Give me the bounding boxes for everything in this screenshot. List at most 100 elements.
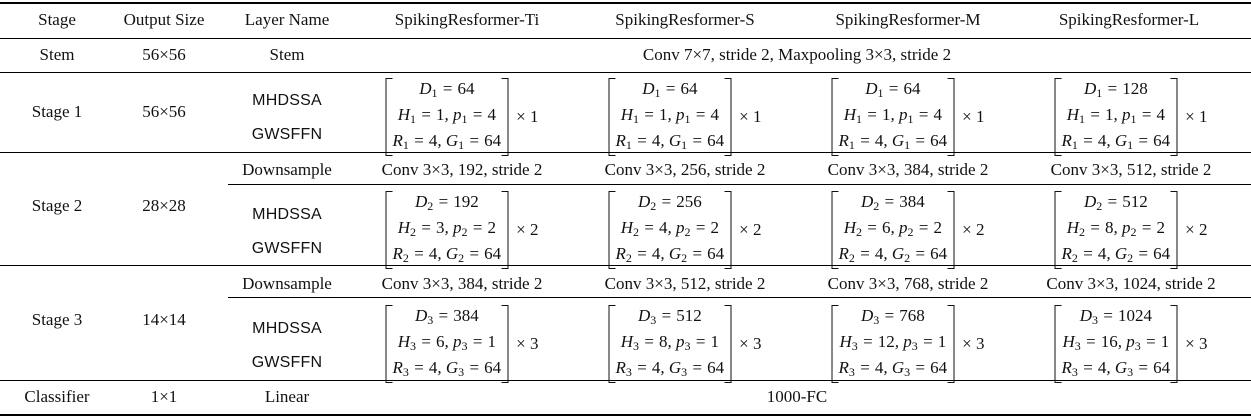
matrix-line-ffn: R3 = 4, G3 = 64 xyxy=(615,358,725,379)
classifier-layer: Linear xyxy=(264,387,310,406)
block-repeat: × 3 xyxy=(516,334,539,353)
matrix-line-ffn: R1 = 4, G1 = 64 xyxy=(615,131,725,152)
header-model-s: SpikingResformer-S xyxy=(615,10,755,29)
matrix-bracket: D2 = 512 H2 = 8, p2 = 2 R2 = 4, G2 = 64 xyxy=(1054,191,1178,269)
stage2-label: Stage 2 xyxy=(31,196,83,215)
matrix-line-dim: D2 = 192 xyxy=(414,192,479,213)
block-repeat: × 3 xyxy=(962,334,985,353)
matrix-line-heads: H3 = 16, p3 = 1 xyxy=(1062,332,1170,353)
matrix-bracket: D3 = 768 H3 = 12, p3 = 1 R3 = 4, G3 = 64 xyxy=(831,305,955,383)
matrix-line-heads: H2 = 8, p2 = 2 xyxy=(1066,218,1165,239)
matrix-line-ffn: R2 = 4, G2 = 64 xyxy=(838,244,948,265)
matrix-line-dim: D1 = 128 xyxy=(1083,79,1148,100)
matrix-line-dim: D1 = 64 xyxy=(642,79,698,100)
stage3-layer-gwsffn: GWSFFN xyxy=(251,354,323,371)
stage3-downsample-s: Conv 3×3, 512, stride 2 xyxy=(604,274,766,293)
stage2-block-3: D2 = 512 H2 = 8, p2 = 2 R2 = 4, G2 = 64 × 2 xyxy=(1054,191,1208,269)
stage3-downsample-l: Conv 3×3, 1024, stride 2 xyxy=(1046,274,1216,293)
stage2-layer-mhdssa: MHDSSA xyxy=(252,206,322,223)
matrix-line-ffn: R1 = 4, G1 = 64 xyxy=(838,131,948,152)
stage2-output-size: 28×28 xyxy=(142,196,186,215)
stage2-downsample-m: Conv 3×3, 384, stride 2 xyxy=(827,160,989,179)
header-rule xyxy=(0,38,1251,39)
matrix-line-dim: D3 = 384 xyxy=(414,306,479,327)
stem-output-size: 56×56 xyxy=(142,45,186,64)
header-model-ti: SpikingResformer-Ti xyxy=(394,10,540,29)
matrix-line-heads: H1 = 1, p1 = 4 xyxy=(620,105,719,126)
stage2-downsample-l: Conv 3×3, 512, stride 2 xyxy=(1050,160,1212,179)
matrix-line-heads: H2 = 3, p2 = 2 xyxy=(397,218,496,239)
stage1-layer-mhdssa: MHDSSA xyxy=(252,92,322,109)
matrix-line-dim: D2 = 512 xyxy=(1083,192,1148,213)
stage1-layer-gwsffn: GWSFFN xyxy=(251,126,323,143)
stem-layer: Stem xyxy=(269,45,305,64)
block-repeat: × 1 xyxy=(962,107,985,126)
matrix-bracket: D1 = 64 H1 = 1, p1 = 4 R1 = 4, G1 = 64 xyxy=(385,78,509,156)
matrix-line-dim: D3 = 768 xyxy=(860,306,925,327)
classifier-config: 1000-FC xyxy=(766,387,828,406)
matrix-line-heads: H3 = 12, p3 = 1 xyxy=(839,332,947,353)
block-repeat: × 1 xyxy=(516,107,539,126)
header-output-size: Output Size xyxy=(123,10,205,29)
block-repeat: × 2 xyxy=(1185,220,1208,239)
stage2-block-0: D2 = 192 H2 = 3, p2 = 2 R2 = 4, G2 = 64 × 2 xyxy=(385,191,539,269)
stage3-downsample-label: Downsample xyxy=(242,274,332,293)
stage3-block-1: D3 = 512 H3 = 8, p3 = 1 R3 = 4, G3 = 64 × 3 xyxy=(608,305,762,383)
top-rule xyxy=(0,2,1251,4)
bottom-rule xyxy=(0,414,1251,416)
stem-stage: Stem xyxy=(39,45,75,64)
stage2-downsample-label: Downsample xyxy=(242,160,332,179)
stage2-rule xyxy=(0,265,1251,266)
stem-config: Conv 7×7, stride 2, Maxpooling 3×3, stri… xyxy=(642,45,952,64)
stage1-block-0: D1 = 64 H1 = 1, p1 = 4 R1 = 4, G1 = 64 × 1 xyxy=(385,78,539,156)
matrix-line-ffn: R1 = 4, G1 = 64 xyxy=(1061,131,1171,152)
stage3-block-2: D3 = 768 H3 = 12, p3 = 1 R3 = 4, G3 = 64 × … xyxy=(831,305,985,383)
block-repeat: × 3 xyxy=(739,334,762,353)
matrix-line-ffn: R1 = 4, G1 = 64 xyxy=(392,131,502,152)
classifier-stage: Classifier xyxy=(24,387,90,406)
stage1-label: Stage 1 xyxy=(31,102,83,121)
matrix-line-ffn: R2 = 4, G2 = 64 xyxy=(1061,244,1171,265)
matrix-line-dim: D2 = 384 xyxy=(860,192,925,213)
matrix-line-ffn: R3 = 4, G3 = 64 xyxy=(838,358,948,379)
classifier-output-size: 1×1 xyxy=(150,387,178,406)
matrix-line-dim: D1 = 64 xyxy=(419,79,475,100)
stage2-downsample-s: Conv 3×3, 256, stride 2 xyxy=(604,160,766,179)
matrix-line-heads: H1 = 1, p1 = 4 xyxy=(397,105,496,126)
header-stage: Stage xyxy=(38,10,76,29)
matrix-bracket: D3 = 512 H3 = 8, p3 = 1 R3 = 4, G3 = 64 xyxy=(608,305,732,383)
matrix-line-heads: H3 = 6, p3 = 1 xyxy=(397,332,496,353)
block-repeat: × 2 xyxy=(516,220,539,239)
block-repeat: × 1 xyxy=(1185,107,1208,126)
matrix-line-dim: D3 = 512 xyxy=(637,306,702,327)
stage3-downsample-ti: Conv 3×3, 384, stride 2 xyxy=(381,274,543,293)
stage2-layer-gwsffn: GWSFFN xyxy=(251,240,323,257)
header-model-l: SpikingResformer-L xyxy=(1058,10,1200,29)
block-repeat: × 2 xyxy=(739,220,762,239)
matrix-line-heads: H1 = 1, p1 = 4 xyxy=(843,105,942,126)
stage3-inner-rule xyxy=(228,297,1251,298)
stage3-layer-mhdssa: MHDSSA xyxy=(252,320,322,337)
stage3-label: Stage 3 xyxy=(31,310,83,329)
matrix-line-heads: H3 = 8, p3 = 1 xyxy=(620,332,719,353)
matrix-line-ffn: R3 = 4, G3 = 64 xyxy=(1061,358,1171,379)
header-layer-name: Layer Name xyxy=(244,10,330,29)
matrix-line-ffn: R2 = 4, G2 = 64 xyxy=(392,244,502,265)
matrix-bracket: D1 = 64 H1 = 1, p1 = 4 R1 = 4, G1 = 64 xyxy=(608,78,732,156)
stage3-output-size: 14×14 xyxy=(142,310,186,329)
stage3-downsample-m: Conv 3×3, 768, stride 2 xyxy=(827,274,989,293)
matrix-bracket: D2 = 192 H2 = 3, p2 = 2 R2 = 4, G2 = 64 xyxy=(385,191,509,269)
block-repeat: × 1 xyxy=(739,107,762,126)
